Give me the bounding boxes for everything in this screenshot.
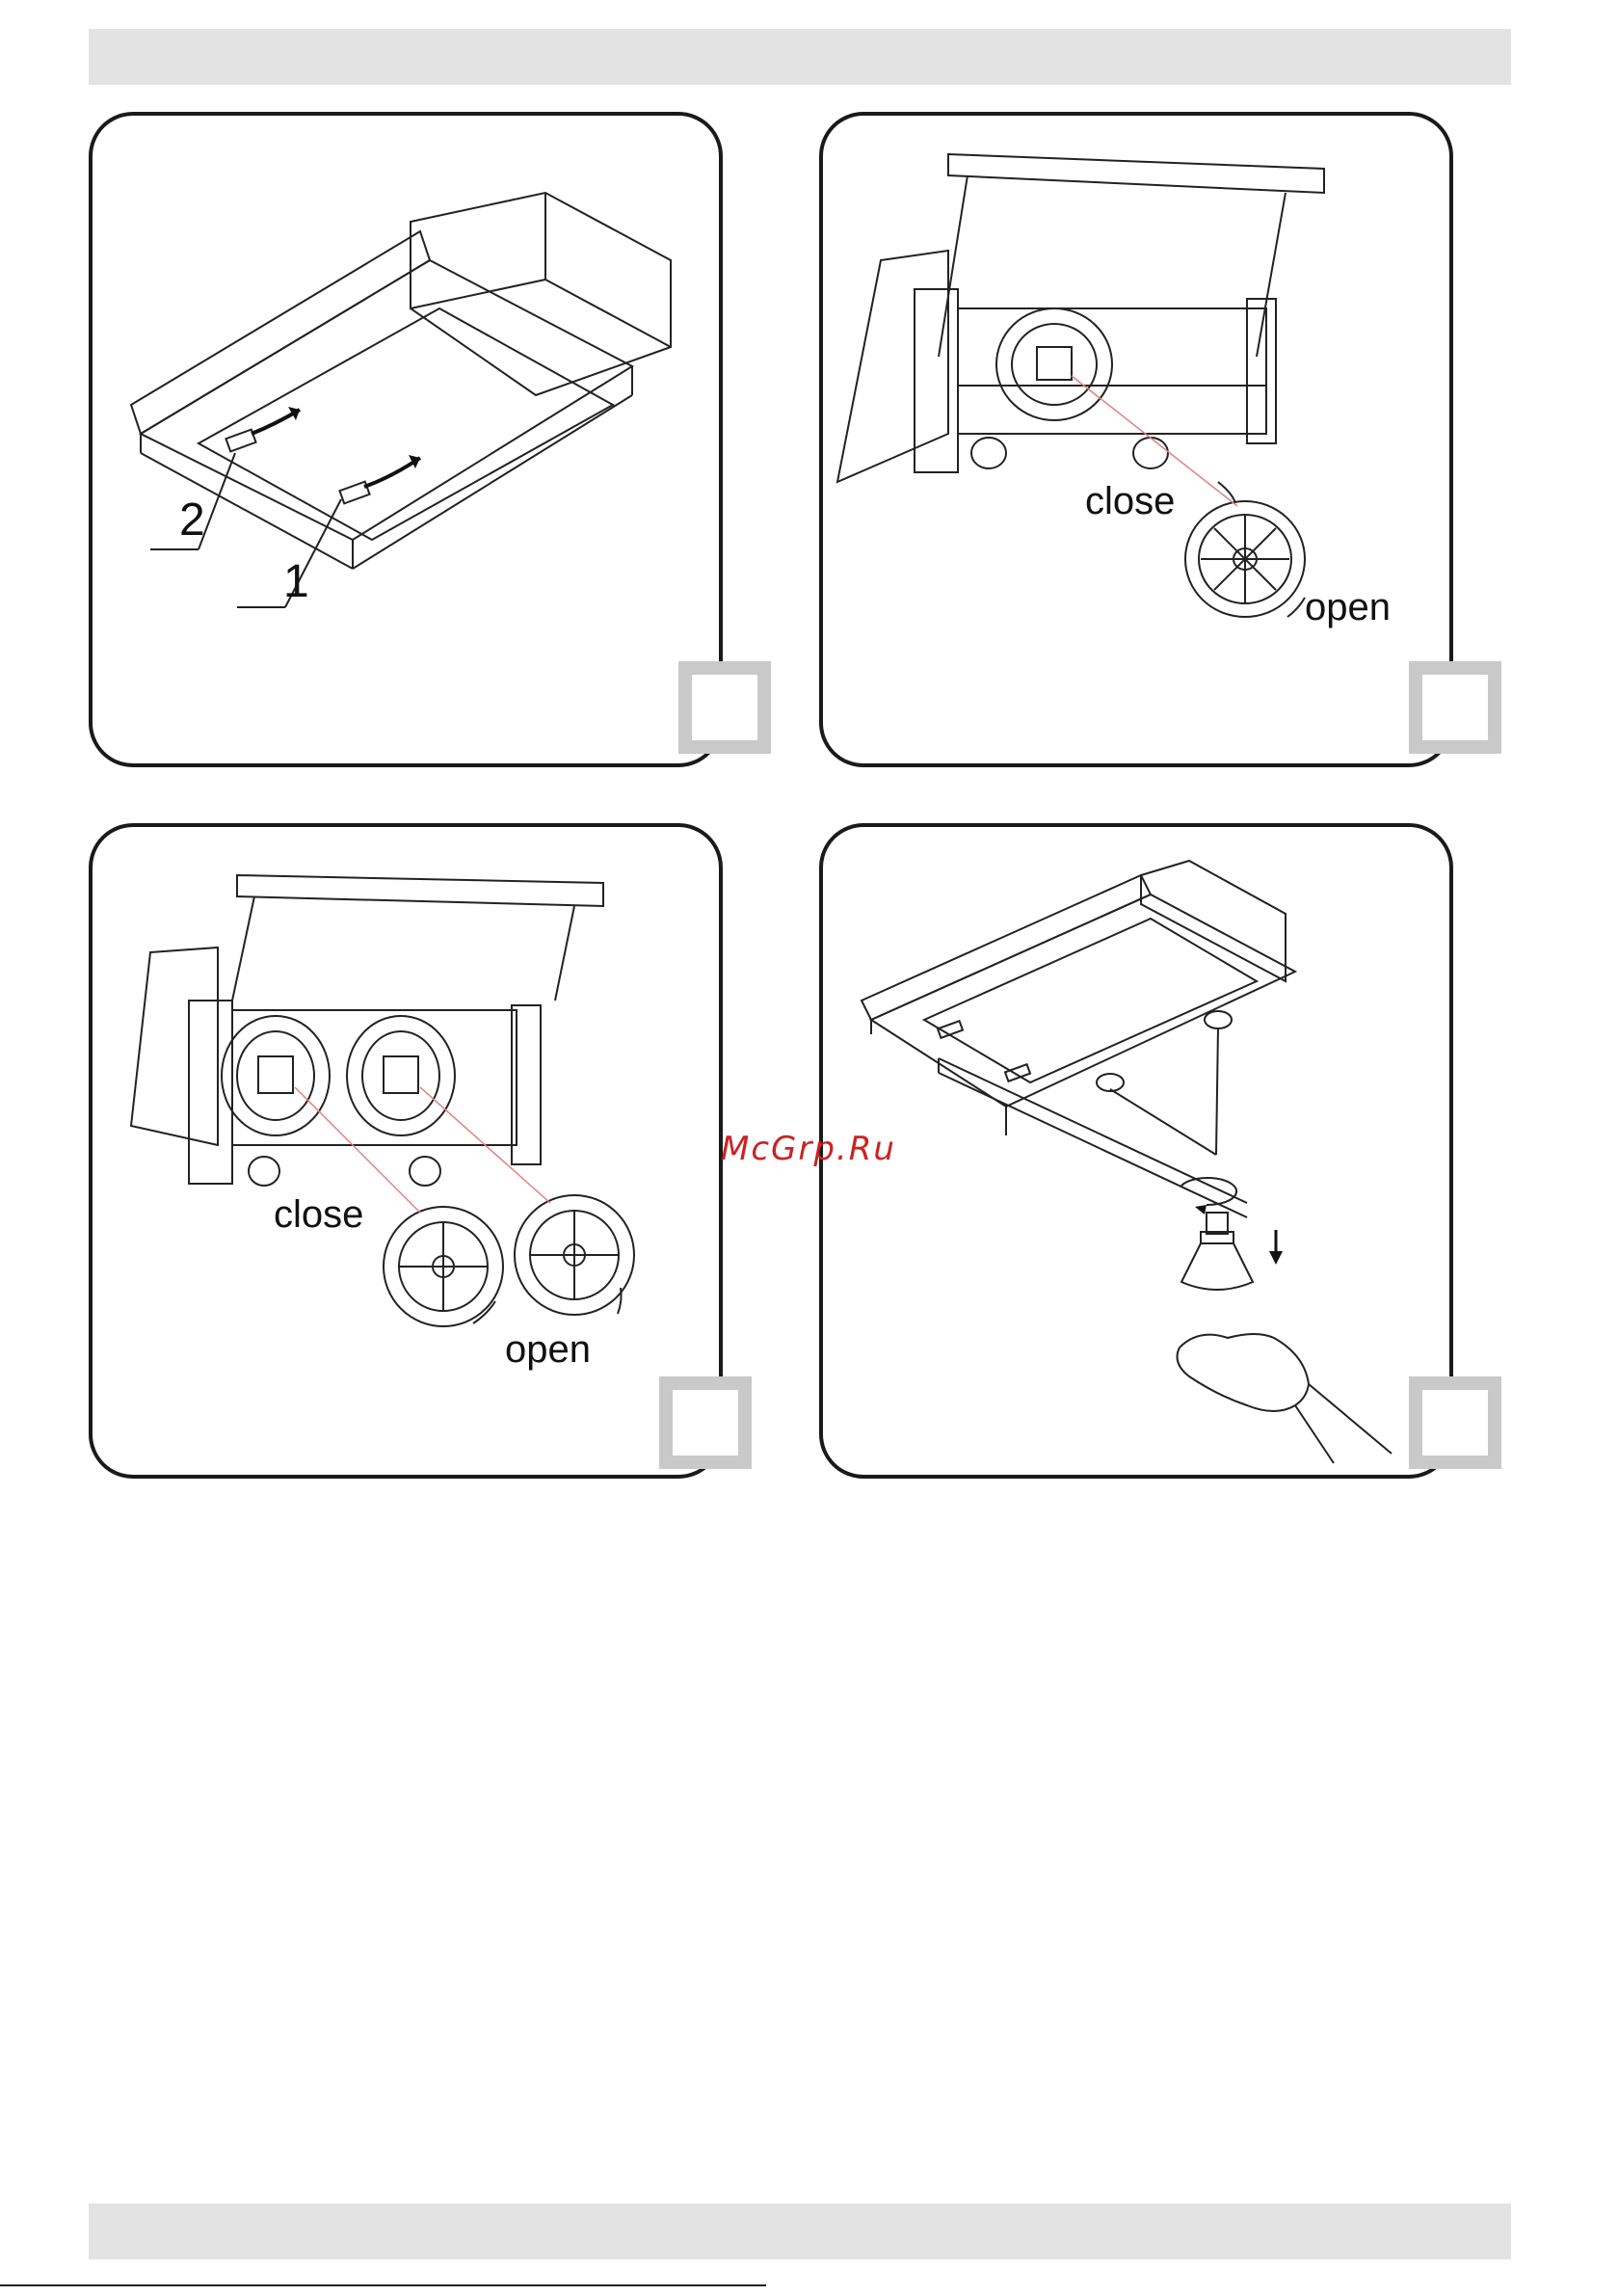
step-number-box-2 [1409, 661, 1501, 754]
label-close: close [274, 1193, 363, 1237]
lamp-replacement-drawing [823, 827, 1449, 1475]
watermark: McGrp.Ru [721, 1130, 896, 1168]
label-close: close [1085, 480, 1175, 523]
illustration-panel-2: close open [819, 112, 1453, 767]
callout-number-2: 2 [179, 494, 205, 547]
hood-filter-removal-drawing [93, 116, 719, 763]
label-open: open [505, 1328, 591, 1372]
label-open: open [1305, 586, 1391, 629]
illustration-panel-4 [819, 823, 1453, 1479]
single-carbon-filter-drawing [823, 116, 1449, 763]
twin-carbon-filter-drawing [93, 827, 719, 1475]
illustration-panel-3: close open [89, 823, 723, 1479]
illustration-panel-1: 2 1 [89, 112, 723, 767]
footer-band [89, 2203, 1511, 2259]
step-number-box-4 [1409, 1376, 1501, 1469]
step-number-box-3 [659, 1376, 752, 1469]
footer-rule [0, 2284, 766, 2286]
step-number-box-1 [678, 661, 771, 754]
header-band [89, 29, 1511, 85]
callout-number-1: 1 [283, 555, 309, 608]
